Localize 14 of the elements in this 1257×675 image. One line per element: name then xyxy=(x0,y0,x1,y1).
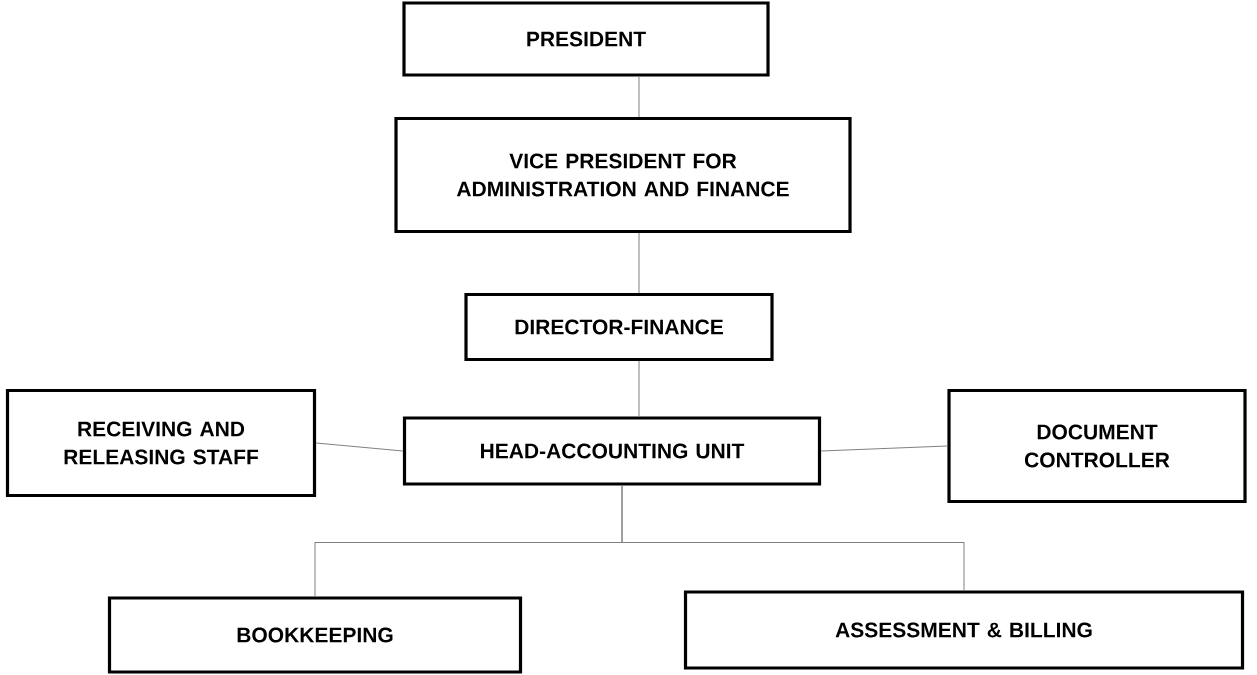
org-box: VICE PRESIDENT FOR ADMINISTRATION AND FINANCE xyxy=(394,116,852,234)
connector-line xyxy=(820,445,948,452)
org-box: BOOKKEEPING xyxy=(107,596,523,674)
org-box: DOCUMENT CONTROLLER xyxy=(947,388,1247,504)
connector-line xyxy=(638,76,640,118)
org-box: HEAD-ACCOUNTING UNIT xyxy=(402,416,822,486)
org-box: PRESIDENT xyxy=(402,1,770,77)
connector-line xyxy=(638,232,640,294)
connector-line xyxy=(315,442,404,452)
org-box: DIRECTOR-FINANCE xyxy=(464,292,774,362)
connector-line xyxy=(638,360,640,417)
org-box: ASSESSMENT & BILLING xyxy=(683,590,1245,670)
org-box: RECEIVING AND RELEASING STAFF xyxy=(5,388,317,498)
connector-line xyxy=(621,485,965,591)
